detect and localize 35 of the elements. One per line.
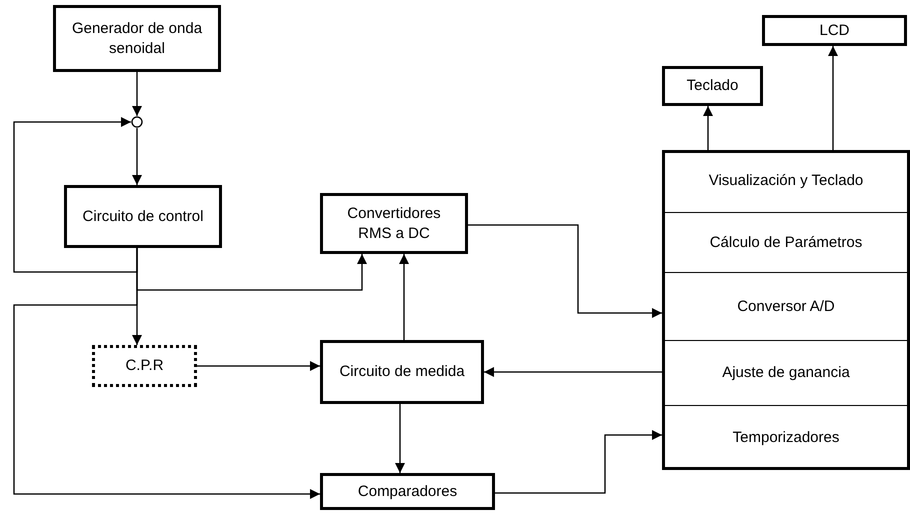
- block-label: Circuito de medida: [338, 362, 466, 382]
- arrow: [495, 430, 662, 494]
- block-box: [320, 340, 484, 404]
- block-label: Teclado: [686, 76, 740, 96]
- block-box: [662, 150, 910, 470]
- arrow: [395, 404, 405, 473]
- arrow: [828, 46, 838, 150]
- arrow: [13, 117, 138, 273]
- block-box: [53, 5, 221, 72]
- summing-junction: [131, 116, 143, 128]
- arrow: [468, 224, 662, 318]
- block-label: Convertidores RMS a DC: [346, 204, 442, 243]
- block-label: LCD: [818, 20, 850, 40]
- arrow: [197, 361, 320, 371]
- block-box: [320, 193, 468, 254]
- block-box: [92, 345, 197, 387]
- arrow: [132, 128, 142, 185]
- arrow: [132, 72, 142, 116]
- block-box: [662, 66, 763, 106]
- block-label: Temporizadores: [732, 428, 840, 448]
- block-label: Comparadores: [356, 482, 458, 502]
- block-box: [64, 185, 222, 248]
- block-label: Cálculo de Parámetros: [708, 232, 864, 252]
- block-box: [320, 473, 495, 510]
- block-label: Generador de onda senoidal: [70, 19, 204, 58]
- block-label: Ajuste de ganancia: [721, 363, 851, 383]
- arrow: [703, 106, 713, 150]
- block-label: Circuito de control: [82, 206, 204, 226]
- arrow: [13, 248, 320, 499]
- arrow: [399, 254, 409, 340]
- block-label: Conversor A/D: [736, 296, 836, 316]
- arrow: [484, 367, 662, 377]
- block-label: C.P.R: [124, 356, 165, 376]
- block-label: Visualización y Teclado: [708, 171, 864, 191]
- block-box: [762, 15, 907, 46]
